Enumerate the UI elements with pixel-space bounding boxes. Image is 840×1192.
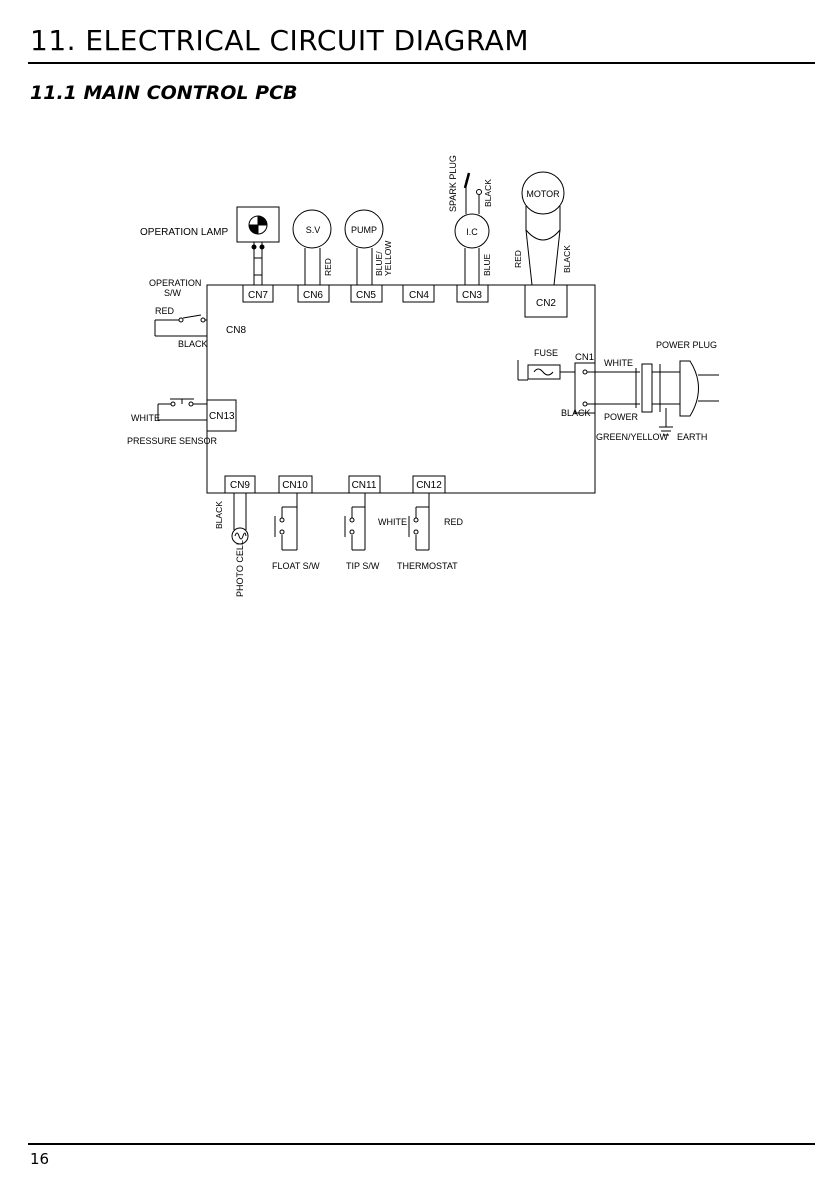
label-thermostat: THERMOSTAT (397, 561, 458, 571)
wire-label-ic-blue: BLUE (482, 253, 492, 276)
label-cn6: CN6 (303, 290, 323, 301)
title-rule (28, 62, 815, 64)
wire-label-green-yellow: GREEN/YELLOW (596, 432, 669, 442)
wire-label-power-black: BLACK (561, 408, 591, 418)
label-fuse: FUSE (534, 348, 558, 358)
motor-symbol (521, 171, 565, 215)
label-cn13: CN13 (209, 411, 235, 422)
label-tip-sw: TIP S/W (346, 561, 380, 571)
label-photo-cell: PHOTO CELL (235, 540, 245, 597)
wire-label-pump-blue-yellow-2: YELLOW (383, 241, 393, 276)
connector-cn3 (456, 284, 489, 303)
main-pcb-board (206, 284, 596, 494)
power-plug-body (679, 360, 699, 417)
label-ic: I.C (466, 227, 478, 237)
label-cn11: CN11 (352, 480, 377, 491)
footer-rule (28, 1143, 815, 1145)
label-cn5: CN5 (356, 290, 376, 301)
wire-label-motor-red: RED (513, 250, 523, 268)
connector-cn10 (278, 475, 313, 494)
label-cn1: CN1 (575, 352, 594, 363)
photo-cell-symbol (231, 527, 249, 545)
wire-label-opsw-black: BLACK (178, 339, 208, 349)
label-float-sw: FLOAT S/W (272, 561, 320, 571)
wire-label-power-white: WHITE (604, 358, 633, 368)
label-pump: PUMP (351, 225, 377, 235)
label-spark-plug: SPARK PLUG (448, 155, 458, 212)
label-cn7: CN7 (248, 290, 268, 301)
label-operation-sw-line2: S/W (164, 288, 182, 298)
connector-cn1 (574, 362, 596, 414)
operation-switch-lever (182, 314, 202, 319)
label-operation-lamp: OPERATION LAMP (140, 227, 228, 238)
connector-cn5 (350, 284, 383, 303)
sv-symbol (292, 209, 332, 249)
fuse-symbol (527, 364, 561, 380)
label-motor: MOTOR (526, 189, 560, 199)
label-cn8: CN8 (226, 325, 246, 336)
wire-label-opsw-red: RED (155, 306, 175, 316)
wire-label-pressure-white: WHITE (131, 413, 160, 423)
label-sv: S.V (306, 225, 321, 235)
pump-symbol (344, 209, 384, 249)
wire-label-spark-black: BLACK (483, 179, 493, 207)
page-number: 16 (30, 1150, 50, 1168)
label-cn4: CN4 (409, 290, 429, 301)
section-title: 11.1 MAIN CONTROL PCB (30, 82, 298, 104)
label-power-plug: POWER PLUG (656, 340, 717, 350)
page-title: 11. ELECTRICAL CIRCUIT DIAGRAM (30, 24, 529, 57)
connector-cn6 (297, 284, 330, 303)
label-cn2: CN2 (536, 298, 556, 309)
label-power: POWER (604, 412, 639, 422)
connector-cn7 (242, 284, 274, 303)
label-cn12: CN12 (416, 480, 442, 491)
label-cn9: CN9 (230, 480, 250, 491)
label-cn3: CN3 (462, 290, 482, 301)
connector-cn9 (224, 475, 256, 494)
connector-cn2 (524, 284, 568, 318)
ic-symbol (454, 213, 490, 249)
wire-label-motor-black: BLACK (562, 245, 572, 273)
wire-label-thermostat-red: RED (444, 517, 464, 527)
wire-label-tip-white: WHITE (378, 517, 407, 527)
label-cn10: CN10 (282, 480, 308, 491)
power-plug-ferrite (641, 363, 653, 413)
label-operation-sw-line1: OPERATION (149, 278, 201, 288)
wire-label-photo-black: BLACK (214, 501, 224, 529)
label-earth: EARTH (677, 432, 707, 442)
spark-plug-electrode (463, 172, 471, 189)
operation-lamp-body (236, 206, 280, 243)
label-pressure-sensor: PRESSURE SENSOR (127, 436, 218, 446)
connector-cn13 (206, 399, 237, 432)
connector-cn4 (402, 284, 435, 303)
wire-label-pump-blue-yellow-1: BLUE/ (374, 251, 384, 276)
wire-label-sv-red: RED (323, 258, 333, 276)
